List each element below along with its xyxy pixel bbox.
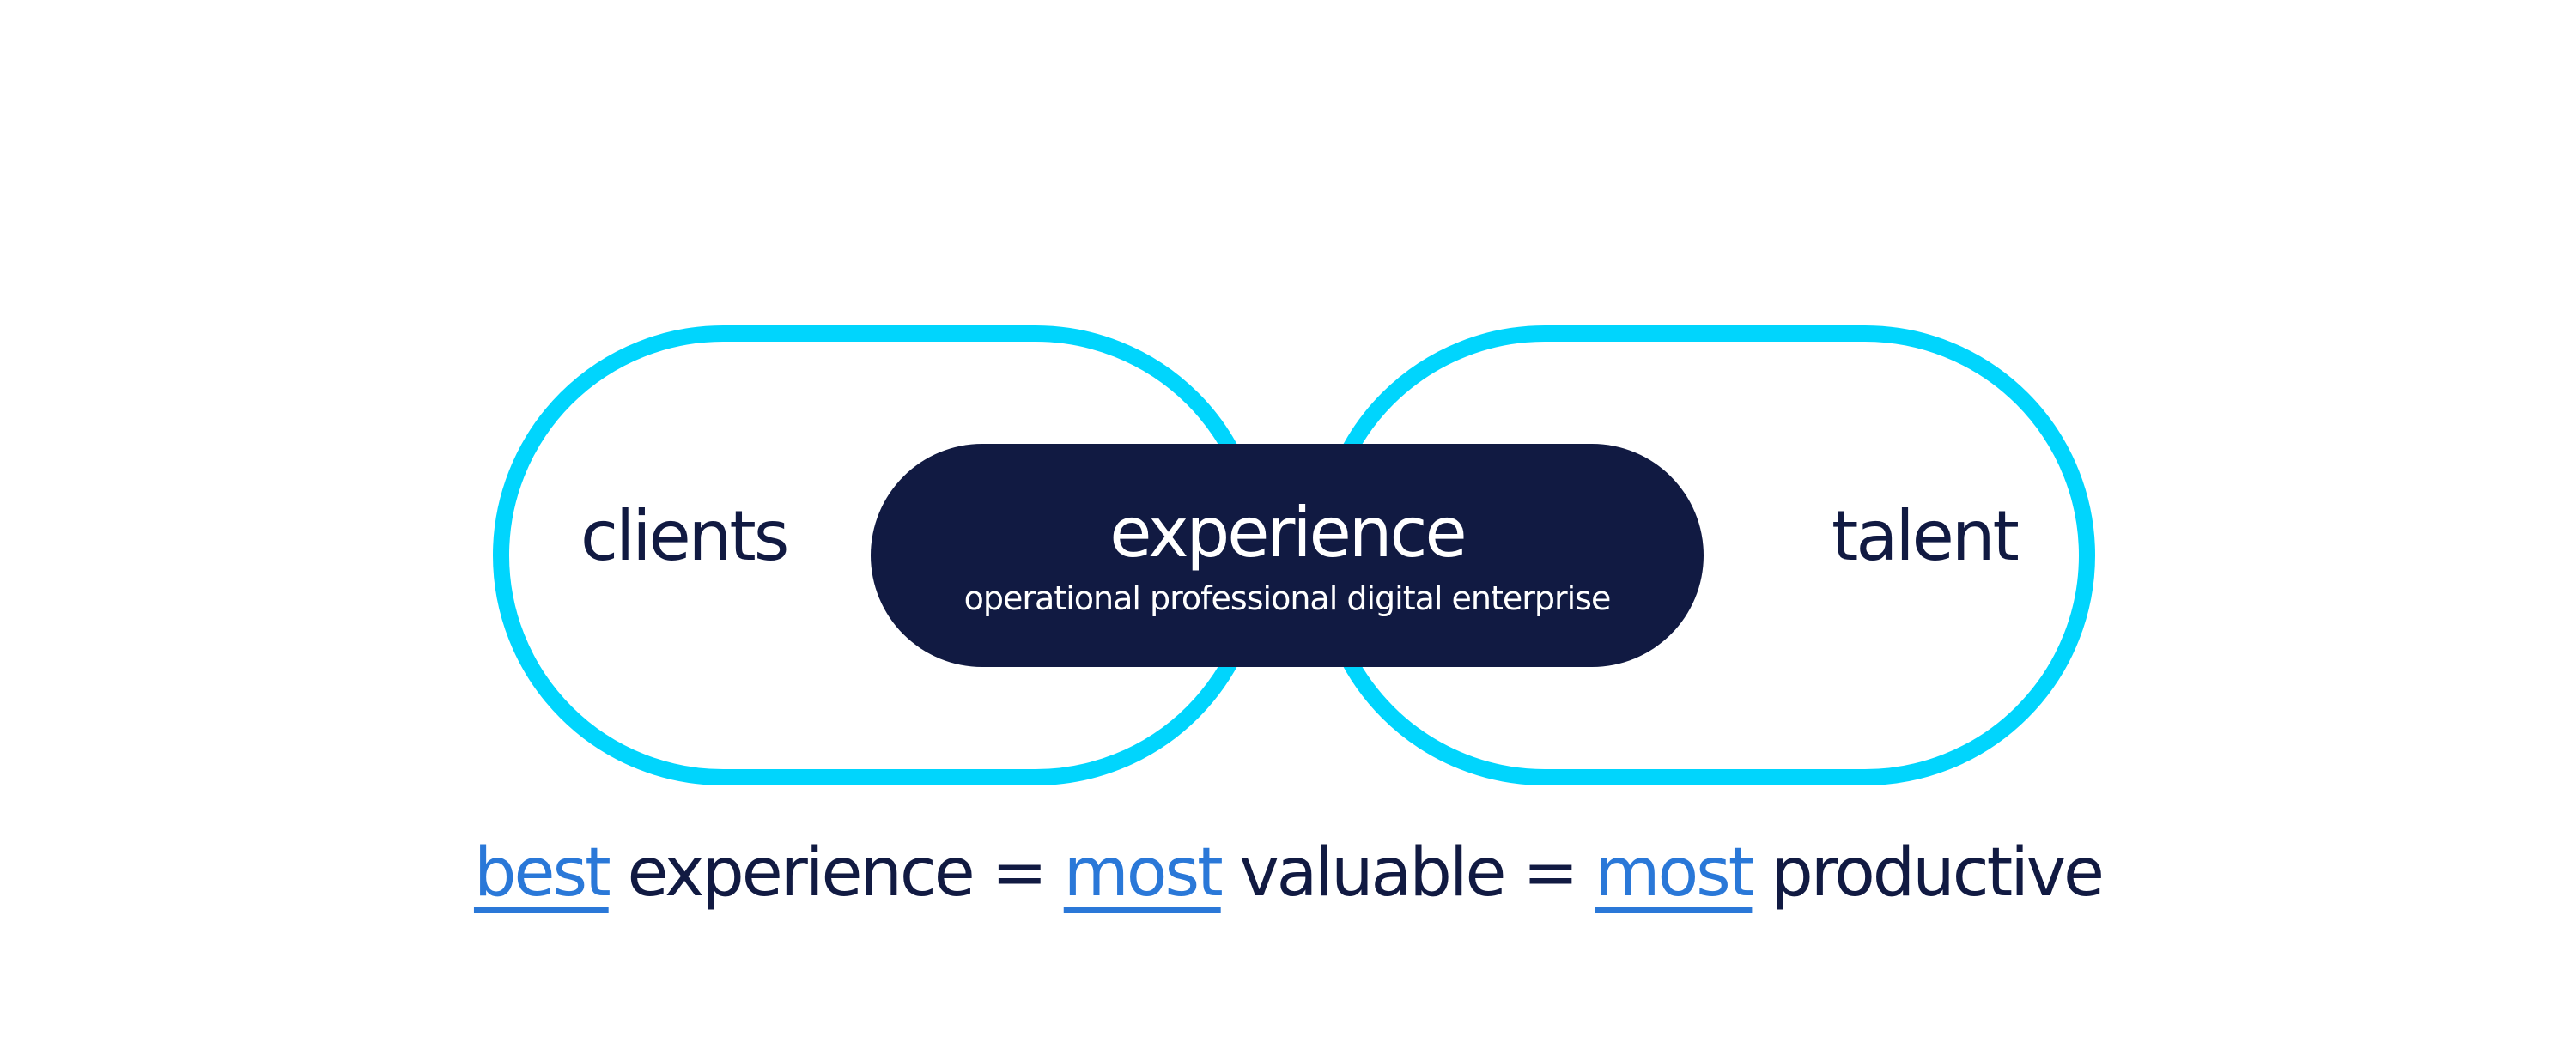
experience-title: experience: [1109, 493, 1467, 573]
experience-core: experience operational professional digi…: [871, 444, 1704, 667]
tagline-most-1: most: [1063, 834, 1224, 912]
tagline-most-2: most: [1595, 834, 1754, 912]
tagline: best experience = most valuable = most p…: [0, 840, 2576, 907]
experience-subtitle: operational professional digital enterpr…: [963, 579, 1612, 617]
tagline-best: best: [473, 834, 611, 912]
clients-label: clients: [580, 496, 789, 576]
tagline-text-2: valuable =: [1220, 834, 1595, 912]
tagline-text-1: experience =: [608, 834, 1064, 912]
tagline-text-3: productive: [1752, 834, 2105, 912]
talent-label: talent: [1832, 496, 2020, 576]
